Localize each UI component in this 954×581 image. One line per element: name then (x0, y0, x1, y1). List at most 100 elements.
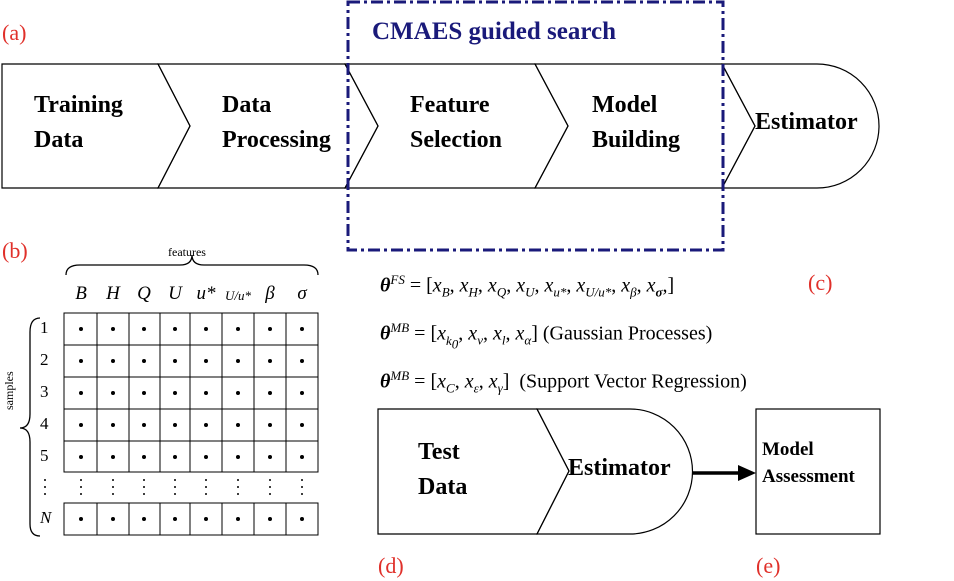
matrix-cell-dot (236, 455, 240, 459)
panel-label-c: (c) (808, 270, 833, 295)
ellipsis-dot (143, 493, 145, 495)
matrix-dots (79, 327, 304, 521)
feature-header: H (106, 283, 120, 304)
matrix-cell-dot (236, 359, 240, 363)
sample-row-label: 5 (40, 446, 49, 465)
test-data-shape (377, 408, 570, 535)
matrix-ellipsis (44, 479, 303, 495)
matrix-cell-dot (173, 423, 177, 427)
panel-label-d: (d) (378, 553, 404, 578)
matrix-cell-dot (204, 423, 208, 427)
matrix-cell-dot (79, 517, 83, 521)
panel-label-e: (e) (756, 553, 781, 578)
matrix-cell-dot (204, 455, 208, 459)
ellipsis-dot (205, 486, 207, 488)
sample-row-label: 2 (40, 350, 49, 369)
ellipsis-dot (301, 493, 303, 495)
matrix-cell-dot (79, 391, 83, 395)
estimator-shape (721, 63, 880, 189)
sample-row-label: 3 (40, 382, 49, 401)
equation-mb-svr: θMB = [xC, xε, xγ] (Support Vector Regre… (380, 368, 747, 396)
ellipsis-dot (80, 493, 82, 495)
matrix-cell-dot (111, 359, 115, 363)
matrix-cell-dot (173, 359, 177, 363)
matrix-cell-dot (300, 391, 304, 395)
cmaes-search-label: CMAES guided search (372, 18, 617, 45)
ellipsis-dot (80, 479, 82, 481)
samples-label: samples (2, 371, 16, 410)
ellipsis-dot (301, 479, 303, 481)
panel-label-b: (b) (2, 238, 28, 263)
features-brace (65, 254, 319, 276)
matrix-cell-dot (111, 327, 115, 331)
ellipsis-dot (205, 479, 207, 481)
panel-label-a: (a) (2, 20, 27, 45)
model-assessment-box (755, 408, 881, 535)
ellipsis-dot (269, 486, 271, 488)
matrix-cell-dot (236, 391, 240, 395)
matrix-cell-dot (173, 517, 177, 521)
ellipsis-dot (44, 486, 46, 488)
matrix-cell-dot (268, 423, 272, 427)
ellipsis-dot (112, 493, 114, 495)
feature-header: B (75, 283, 87, 304)
matrix-cell-dot (111, 455, 115, 459)
matrix-cell-dot (142, 327, 146, 331)
ellipsis-dot (237, 479, 239, 481)
matrix-cell-dot (142, 359, 146, 363)
samples-brace (19, 317, 41, 537)
matrix-cell-dot (300, 455, 304, 459)
matrix-cell-dot (300, 327, 304, 331)
ellipsis-dot (301, 486, 303, 488)
matrix-cell-dot (173, 391, 177, 395)
feature-header: Q (137, 283, 151, 304)
matrix-cell-dot (142, 517, 146, 521)
feature-header: σ (297, 283, 307, 304)
ellipsis-dot (44, 493, 46, 495)
ellipsis-dot (205, 493, 207, 495)
cmaes-search-box (346, 0, 725, 252)
matrix-cell-dot (204, 391, 208, 395)
matrix-cell-dot (204, 359, 208, 363)
matrix-cell-dot (268, 455, 272, 459)
ellipsis-dot (269, 479, 271, 481)
matrix-cell-dot (79, 455, 83, 459)
matrix-cell-dot (236, 423, 240, 427)
ellipsis-dot (174, 486, 176, 488)
matrix-cell-dot (142, 423, 146, 427)
matrix-cell-dot (79, 423, 83, 427)
test-estimator-shape (536, 408, 694, 535)
matrix-cell-dot (79, 359, 83, 363)
matrix-cell-dot (173, 455, 177, 459)
ellipsis-dot (80, 486, 82, 488)
arrow-head (738, 465, 756, 481)
matrix-cell-dot (300, 517, 304, 521)
ellipsis-dot (237, 486, 239, 488)
sample-row-label: 4 (40, 414, 49, 433)
matrix-cell-dot (236, 327, 240, 331)
matrix-cell-dot (268, 391, 272, 395)
matrix-cell-dot (268, 517, 272, 521)
matrix-cell-dot (173, 327, 177, 331)
sample-row-label: N (40, 508, 52, 527)
matrix-cell-dot (300, 359, 304, 363)
matrix-grid (63, 312, 319, 536)
ellipsis-dot (112, 479, 114, 481)
matrix-cell-dot (79, 327, 83, 331)
matrix-cell-dot (268, 359, 272, 363)
ellipsis-dot (174, 479, 176, 481)
matrix-cell-dot (111, 517, 115, 521)
ellipsis-dot (143, 486, 145, 488)
sample-row-label: 1 (40, 318, 49, 337)
ellipsis-dot (143, 479, 145, 481)
test-estimator-label: Estimator (568, 455, 671, 481)
matrix-cell-dot (300, 423, 304, 427)
matrix-cell-dot (236, 517, 240, 521)
